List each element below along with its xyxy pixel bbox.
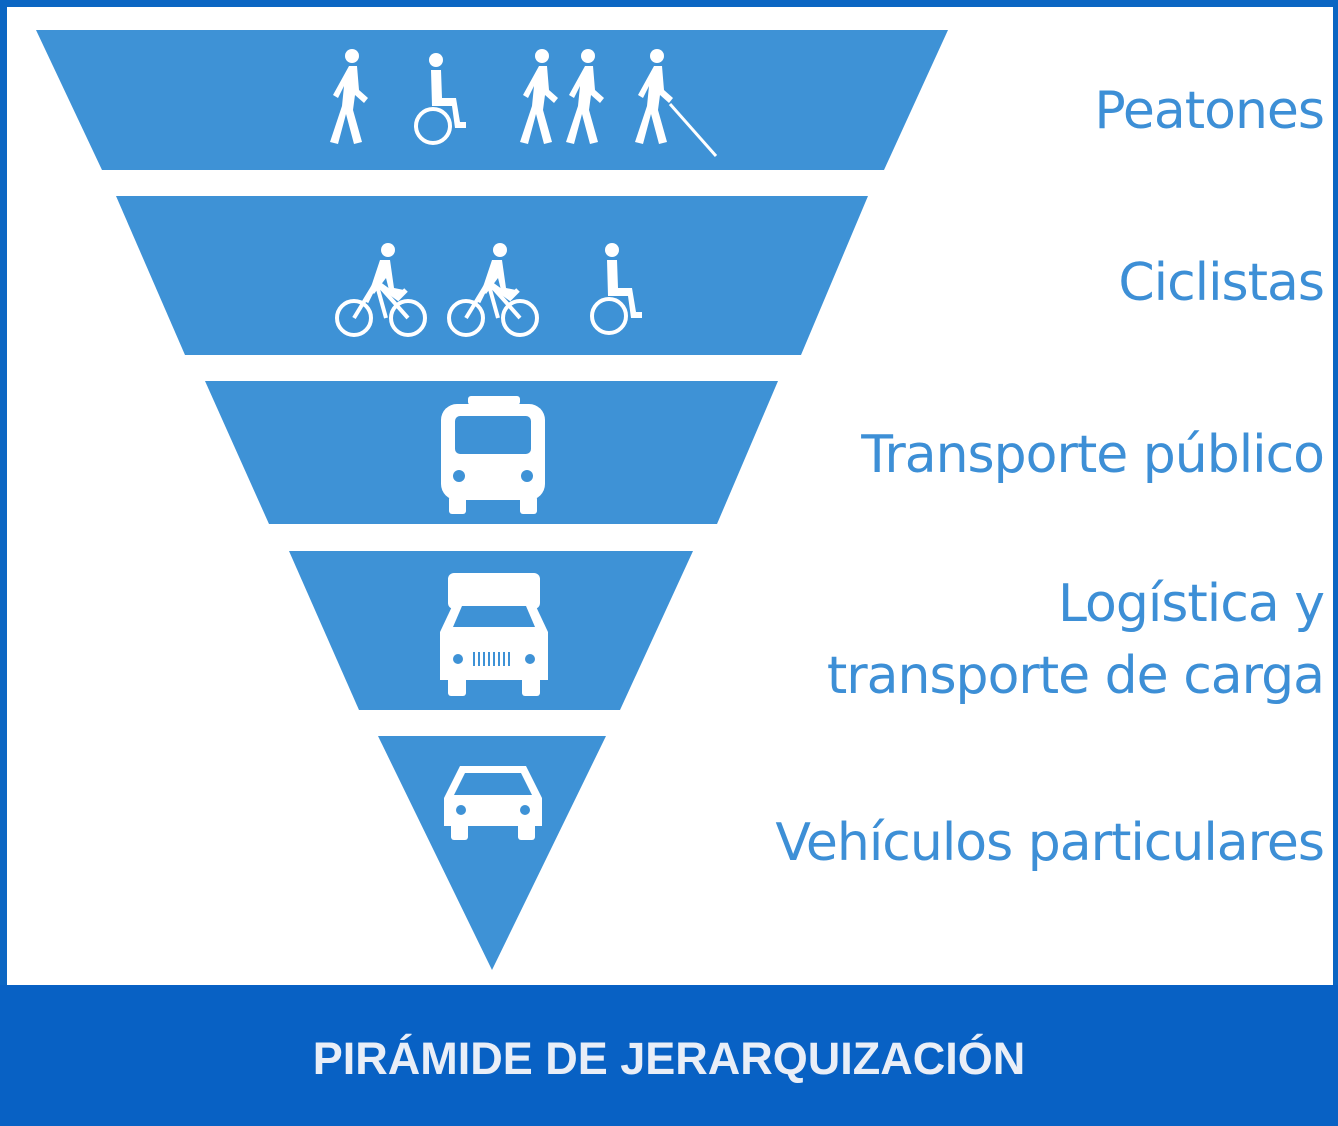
level-label-transporte-publico: Transporte público xyxy=(861,425,1325,485)
level-band-peatones xyxy=(36,30,948,170)
level-label-vehiculos: Vehículos particulares xyxy=(775,813,1325,873)
car-icon xyxy=(444,766,542,840)
level-label-logistica-line1: Logística y xyxy=(1057,574,1325,634)
level-band-vehiculos xyxy=(378,736,606,970)
level-label-peatones: Peatones xyxy=(1094,81,1325,141)
inverted-pyramid xyxy=(36,30,948,970)
banner-title: PIRÁMIDE DE JERARQUIZACIÓN xyxy=(312,1033,1026,1084)
bus-icon xyxy=(441,396,545,514)
level-label-ciclistas: Ciclistas xyxy=(1118,253,1325,313)
level-label-logistica-line2: transporte de carga xyxy=(826,646,1325,706)
truck-icon xyxy=(440,573,548,696)
blind-person-cane-icon xyxy=(635,49,718,157)
title-banner xyxy=(0,985,1338,1126)
